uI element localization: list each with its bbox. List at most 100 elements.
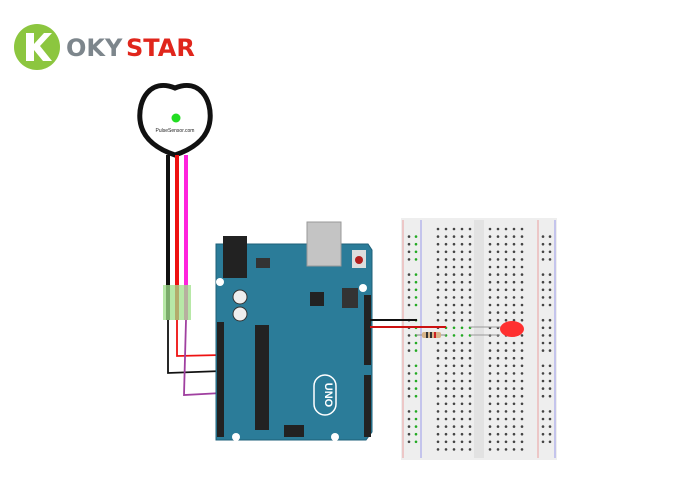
breadboard-hole <box>488 379 492 383</box>
breadboard-hole <box>488 273 492 276</box>
breadboard-hole <box>520 334 524 337</box>
breadboard-hole <box>488 402 492 406</box>
breadboard-hole <box>460 280 464 284</box>
breadboard-hole <box>520 356 524 360</box>
breadboard-hole <box>496 349 500 352</box>
breadboard-hole <box>452 394 456 398</box>
rail-hole <box>548 235 552 238</box>
breadboard-hole <box>460 432 464 436</box>
breadboard-hole <box>460 326 464 330</box>
breadboard-hole <box>496 280 500 284</box>
breadboard-hole <box>504 318 508 322</box>
rail-hole <box>414 341 418 345</box>
breadboard-hole <box>468 425 472 428</box>
power-analog-header <box>217 322 224 437</box>
rail-hole <box>541 387 545 390</box>
breadboard-hole <box>468 235 472 238</box>
rail-hole <box>541 273 545 276</box>
rail-hole <box>407 296 411 299</box>
breadboard-hole <box>496 242 500 246</box>
breadboard-hole <box>488 387 492 390</box>
breadboard-hole <box>460 387 464 390</box>
breadboard-hole <box>460 227 464 231</box>
breadboard-hole <box>436 242 440 246</box>
breadboard-hole <box>496 364 500 368</box>
rail-hole <box>414 440 418 444</box>
breadboard-hole <box>520 288 524 292</box>
breadboard-hole <box>444 440 448 444</box>
rail-hole <box>414 425 418 428</box>
breadboard-hole <box>488 227 492 231</box>
breadboard-hole <box>444 379 448 383</box>
breadboard-hole <box>488 258 492 261</box>
breadboard-hole <box>452 440 456 444</box>
breadboard-hole <box>460 288 464 292</box>
breadboard-hole <box>488 296 492 299</box>
rail-hole <box>407 394 411 398</box>
rail-hole <box>407 288 411 292</box>
breadboard-hole <box>488 417 492 421</box>
breadboard-hole <box>504 379 508 383</box>
breadboard-hole <box>444 432 448 436</box>
breadboard-hole <box>496 410 500 413</box>
rail-hole <box>541 296 545 299</box>
breadboard-hole <box>488 372 492 375</box>
breadboard-hole <box>504 349 508 352</box>
atmega-chip <box>255 325 269 430</box>
breadboard-hole <box>444 235 448 238</box>
rail-hole <box>548 440 552 444</box>
breadboard-hole <box>488 242 492 246</box>
breadboard-hole <box>496 311 500 314</box>
breadboard-hole <box>496 379 500 383</box>
breadboard-hole <box>520 318 524 322</box>
breadboard-holes <box>407 227 552 451</box>
breadboard-hole <box>488 410 492 413</box>
breadboard-hole <box>460 440 464 444</box>
breadboard-hole <box>468 394 472 398</box>
breadboard-hole <box>452 349 456 352</box>
breadboard-hole <box>468 250 472 254</box>
breadboard-hole <box>452 296 456 299</box>
rail-hole <box>541 379 545 383</box>
breadboard-hole <box>496 265 500 269</box>
breadboard-hole <box>520 440 524 444</box>
breadboard-hole <box>452 250 456 254</box>
breadboard-hole <box>436 349 440 352</box>
breadboard-hole <box>468 280 472 284</box>
rail-hole <box>541 364 545 368</box>
wire-red <box>175 155 179 320</box>
rail-hole <box>548 425 552 428</box>
breadboard-hole <box>520 250 524 254</box>
breadboard-hole <box>504 364 508 368</box>
wire-magenta <box>184 155 188 320</box>
rail-hole <box>548 303 552 307</box>
breadboard-hole <box>468 296 472 299</box>
digital-header-upper <box>364 295 371 365</box>
breadboard-hole <box>460 258 464 261</box>
rail-hole <box>541 410 545 413</box>
rail-hole <box>541 250 545 254</box>
breadboard-hole <box>488 311 492 314</box>
rail-hole <box>541 425 545 428</box>
rail-hole <box>541 349 545 352</box>
breadboard-hole <box>504 372 508 375</box>
rail-hole <box>541 288 545 292</box>
breadboard-hole <box>496 250 500 254</box>
breadboard-hole <box>504 410 508 413</box>
rail-hole <box>407 379 411 383</box>
breadboard-hole <box>496 296 500 299</box>
pulse-sensor: PulseSensor.com <box>137 83 213 158</box>
breadboard-hole <box>452 235 456 238</box>
breadboard-hole <box>520 280 524 284</box>
rail-hole <box>414 273 418 276</box>
breadboard-hole <box>520 432 524 436</box>
rail-hole <box>414 250 418 254</box>
breadboard-hole <box>444 280 448 284</box>
rail-hole <box>407 273 411 276</box>
rail-hole <box>541 258 545 261</box>
breadboard-hole <box>460 417 464 421</box>
rail-hole <box>414 296 418 299</box>
rail-hole <box>407 303 411 307</box>
breadboard-hole <box>460 402 464 406</box>
breadboard-hole <box>496 235 500 238</box>
